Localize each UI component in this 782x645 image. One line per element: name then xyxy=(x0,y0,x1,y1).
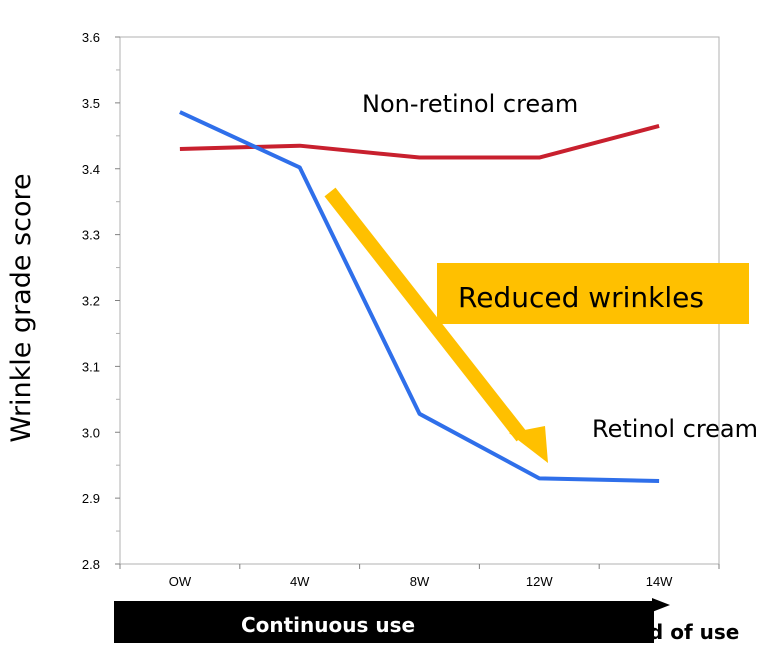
arrow-shaft xyxy=(324,187,528,442)
y-tick-label: 3.1 xyxy=(82,359,100,374)
y-tick-label: 3.6 xyxy=(82,30,100,45)
x-tick-label: 8W xyxy=(410,574,430,589)
y-tick-label: 3.0 xyxy=(82,425,100,440)
x-tick-label: 12W xyxy=(526,574,553,589)
timeline-arrow-head xyxy=(652,598,670,612)
y-axis-label: Wrinkle grade score xyxy=(6,173,37,442)
y-tick-label: 2.8 xyxy=(82,557,100,572)
series-label-non-retinol: Non-retinol cream xyxy=(362,90,578,118)
series-line-0 xyxy=(179,123,660,160)
y-tick-label: 2.9 xyxy=(82,491,100,506)
callout-text: Reduced wrinkles xyxy=(458,281,704,314)
continuous-use-bar-fill xyxy=(114,601,654,643)
continuous-use-bar: Continuous use xyxy=(114,598,670,643)
x-axis-ticks: OW 4W 8W 12W 14W xyxy=(119,564,720,589)
arrow-head xyxy=(509,426,548,463)
y-axis-ticks: 2.8 2.9 3.0 3.1 3.2 3.3 3.4 3.5 3.6 xyxy=(82,30,120,572)
series-line-1 xyxy=(179,110,660,483)
series-lines xyxy=(179,110,660,483)
reduced-wrinkles-callout: Reduced wrinkles xyxy=(437,263,749,324)
callout-box xyxy=(437,263,749,324)
x-tick-label: 4W xyxy=(290,574,310,589)
y-tick-label: 3.5 xyxy=(82,96,100,111)
after-end-of-use-label: After end of use xyxy=(557,620,739,644)
y-tick-label: 3.2 xyxy=(82,294,100,309)
reduced-wrinkles-arrow xyxy=(324,187,548,463)
series-label-retinol: Retinol cream xyxy=(592,415,758,443)
y-tick-label: 3.3 xyxy=(82,228,100,243)
x-tick-label: 14W xyxy=(646,574,673,589)
y-tick-label: 3.4 xyxy=(82,162,100,177)
x-tick-label: OW xyxy=(169,574,192,589)
continuous-use-label: Continuous use xyxy=(241,613,415,637)
